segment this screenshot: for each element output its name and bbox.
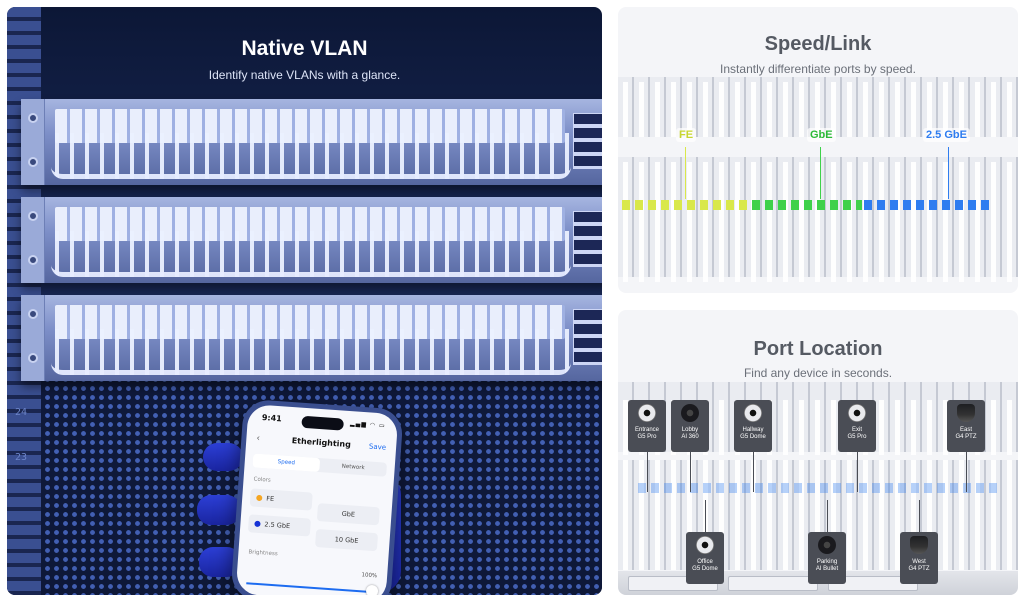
phone-screen: 9:41 ▂▄▆ ◠ ▭ ‹ Etherlighting Save Speed … [235, 403, 399, 595]
network-switch [21, 295, 602, 381]
callout-line [705, 500, 706, 532]
smartphone: 9:41 ▂▄▆ ◠ ▭ ‹ Etherlighting Save Speed … [230, 398, 404, 595]
glove-finger [203, 443, 243, 471]
callout-line [827, 500, 828, 532]
brightness-slider[interactable] [246, 582, 377, 594]
dynamic-island [301, 415, 345, 431]
save-button[interactable]: Save [368, 442, 387, 452]
2-5-gbe-port-leds [864, 200, 994, 210]
speed-label-2-5-gbe: 2.5 GbE [923, 128, 970, 142]
patch-cables [618, 162, 1018, 282]
speed-link-panel: FE GbE 2.5 GbE Speed/Link Instantly diff… [618, 7, 1018, 293]
bullet-camera-icon [848, 404, 866, 422]
color-dot [256, 494, 263, 502]
tab-network[interactable]: Network [341, 463, 365, 472]
callout-line [948, 147, 949, 199]
segmented-tabs: Speed Network [252, 453, 388, 477]
brightness-value: 100% [361, 572, 378, 580]
color-option-10-gbe[interactable]: 10 GbE [314, 529, 379, 552]
callout-line [647, 452, 648, 492]
speed-label-fe: FE [676, 128, 697, 142]
glove-finger [197, 495, 241, 525]
color-option-2-5-gbe[interactable]: 2.5 GbE [247, 514, 311, 537]
callout-line [685, 147, 686, 199]
rack-unit-number: 23 [15, 452, 28, 463]
dome-camera-icon [744, 404, 762, 422]
port-leds [638, 483, 998, 493]
colors-label: Colors [253, 476, 271, 484]
ptz-camera-icon [957, 404, 975, 422]
panel-title: Port Location [753, 338, 883, 360]
port-location-panel: Port Location Find any device in seconds… [618, 310, 1018, 595]
patch-cables [618, 82, 1018, 137]
color-dot [254, 520, 261, 528]
callout-line [966, 452, 967, 492]
tab-speed[interactable]: Speed [252, 453, 321, 473]
panel-subtitle: Find any device in seconds. [743, 366, 893, 380]
status-icons: ▂▄▆ ◠ ▭ [349, 420, 386, 430]
panel-subtitle: Identify native VLANs with a glance. [208, 68, 401, 82]
speed-label-gbe: GbE [807, 128, 836, 142]
native-vlan-panel: 24 23 Native VLAN Identify native VLANs … [7, 7, 602, 595]
brightness-label: Brightness [248, 549, 278, 558]
network-switch [21, 197, 602, 283]
panel-title: Speed/Link [764, 33, 872, 55]
fisheye-camera-icon [681, 404, 699, 422]
slider-knob[interactable] [365, 584, 379, 595]
callout-line [690, 452, 691, 492]
bullet-camera-icon [818, 536, 836, 554]
callout-line [857, 452, 858, 492]
color-option-fe[interactable]: FE [249, 488, 313, 511]
callout-line [820, 147, 821, 199]
panel-title: Native VLAN [241, 37, 368, 60]
bullet-camera-icon [638, 404, 656, 422]
fe-port-leds [622, 200, 752, 210]
callout-line [753, 452, 754, 492]
ptz-camera-icon [910, 536, 928, 554]
color-option-gbe[interactable]: GbE [316, 503, 380, 526]
gbe-port-leds [752, 200, 862, 210]
dome-camera-icon [696, 536, 714, 554]
network-switch [21, 99, 602, 185]
rack-unit-number: 24 [15, 407, 28, 418]
status-time: 9:41 [261, 412, 283, 424]
callout-line [919, 500, 920, 532]
panel-subtitle: Instantly differentiate ports by speed. [720, 62, 916, 76]
